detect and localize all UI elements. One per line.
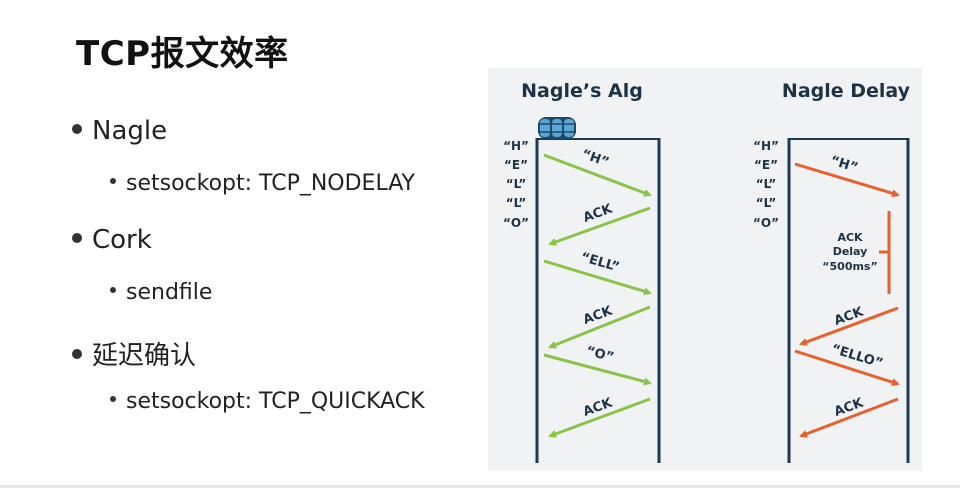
- left-arrow-ell: [543, 259, 652, 296]
- sub-bullet-label: setsockopt: TCP_NODELAY: [126, 171, 415, 196]
- page-title: TCP报文效率: [76, 34, 289, 74]
- bullet-nagle: Nagle: [72, 116, 167, 146]
- sub-bullet-sendfile: sendfile: [110, 280, 212, 305]
- left-label-o: “O”: [584, 344, 615, 366]
- bullet-dot: [110, 178, 116, 184]
- right-char-l2: “L”: [756, 196, 777, 210]
- left-arrow-h: [543, 153, 652, 197]
- left-arrow-ack-2: [548, 305, 651, 349]
- diagram-svg: Nagle’s Alg Nagle Delay “H” “E” “L” “L” …: [503, 80, 911, 463]
- barrels-icon: [538, 117, 576, 139]
- left-char-e: “E”: [504, 158, 528, 172]
- ack-delay-bracket: [879, 211, 891, 294]
- delay-label-delay: Delay: [833, 245, 868, 258]
- right-label-h: “H”: [828, 153, 859, 176]
- delay-label-ack: ACK: [837, 231, 863, 244]
- right-arrow-ack-2: [799, 397, 899, 438]
- right-char-h: “H”: [753, 139, 779, 153]
- left-label-h: “H”: [579, 147, 610, 171]
- right-char-e: “E”: [754, 158, 778, 172]
- sub-bullet-quickack: setsockopt: TCP_QUICKACK: [110, 389, 425, 414]
- right-arrow-ello: [794, 349, 900, 386]
- left-label-ell: “ELL”: [579, 250, 621, 275]
- sub-bullet-label: sendfile: [126, 280, 213, 305]
- left-arrow-ack-1: [548, 206, 651, 246]
- right-diagram-title: Nagle Delay: [782, 80, 911, 102]
- bullet-cork: Cork: [72, 225, 152, 255]
- bullet-dot: [72, 123, 82, 134]
- bullet-dot: [72, 232, 82, 243]
- bullet-delayed-ack: 延迟确认: [72, 335, 196, 372]
- left-char-l1: “L”: [506, 177, 527, 191]
- bullet-dot: [72, 348, 82, 359]
- footer-divider: [0, 485, 960, 488]
- bullet-label: Cork: [92, 225, 152, 255]
- left-label-ack-3: ACK: [581, 395, 615, 420]
- right-char-o: “O”: [753, 216, 779, 230]
- left-char-h: “H”: [503, 139, 529, 153]
- right-arrow-h: [794, 162, 900, 198]
- left-char-o: “O”: [503, 216, 529, 230]
- bullet-dot: [110, 396, 116, 402]
- nagle-diagram: Nagle’s Alg Nagle Delay “H” “E” “L” “L” …: [488, 68, 922, 471]
- right-label-ello: “ELLO”: [829, 342, 884, 372]
- bullet-dot: [110, 287, 116, 293]
- sub-bullet-label: setsockopt: TCP_QUICKACK: [126, 389, 425, 414]
- sub-bullet-nodelay: setsockopt: TCP_NODELAY: [110, 171, 415, 196]
- left-diagram-title: Nagle’s Alg: [521, 80, 643, 102]
- delay-label-500ms: “500ms”: [822, 260, 877, 273]
- left-arrow-ack-3: [548, 397, 651, 438]
- left-char-l2: “L”: [506, 196, 527, 210]
- right-char-l1: “L”: [756, 177, 777, 191]
- left-arrow-o: [543, 353, 652, 386]
- right-arrow-ack-1: [799, 306, 899, 346]
- bullet-label: Nagle: [92, 116, 168, 146]
- bullet-label: 延迟确认: [92, 341, 197, 371]
